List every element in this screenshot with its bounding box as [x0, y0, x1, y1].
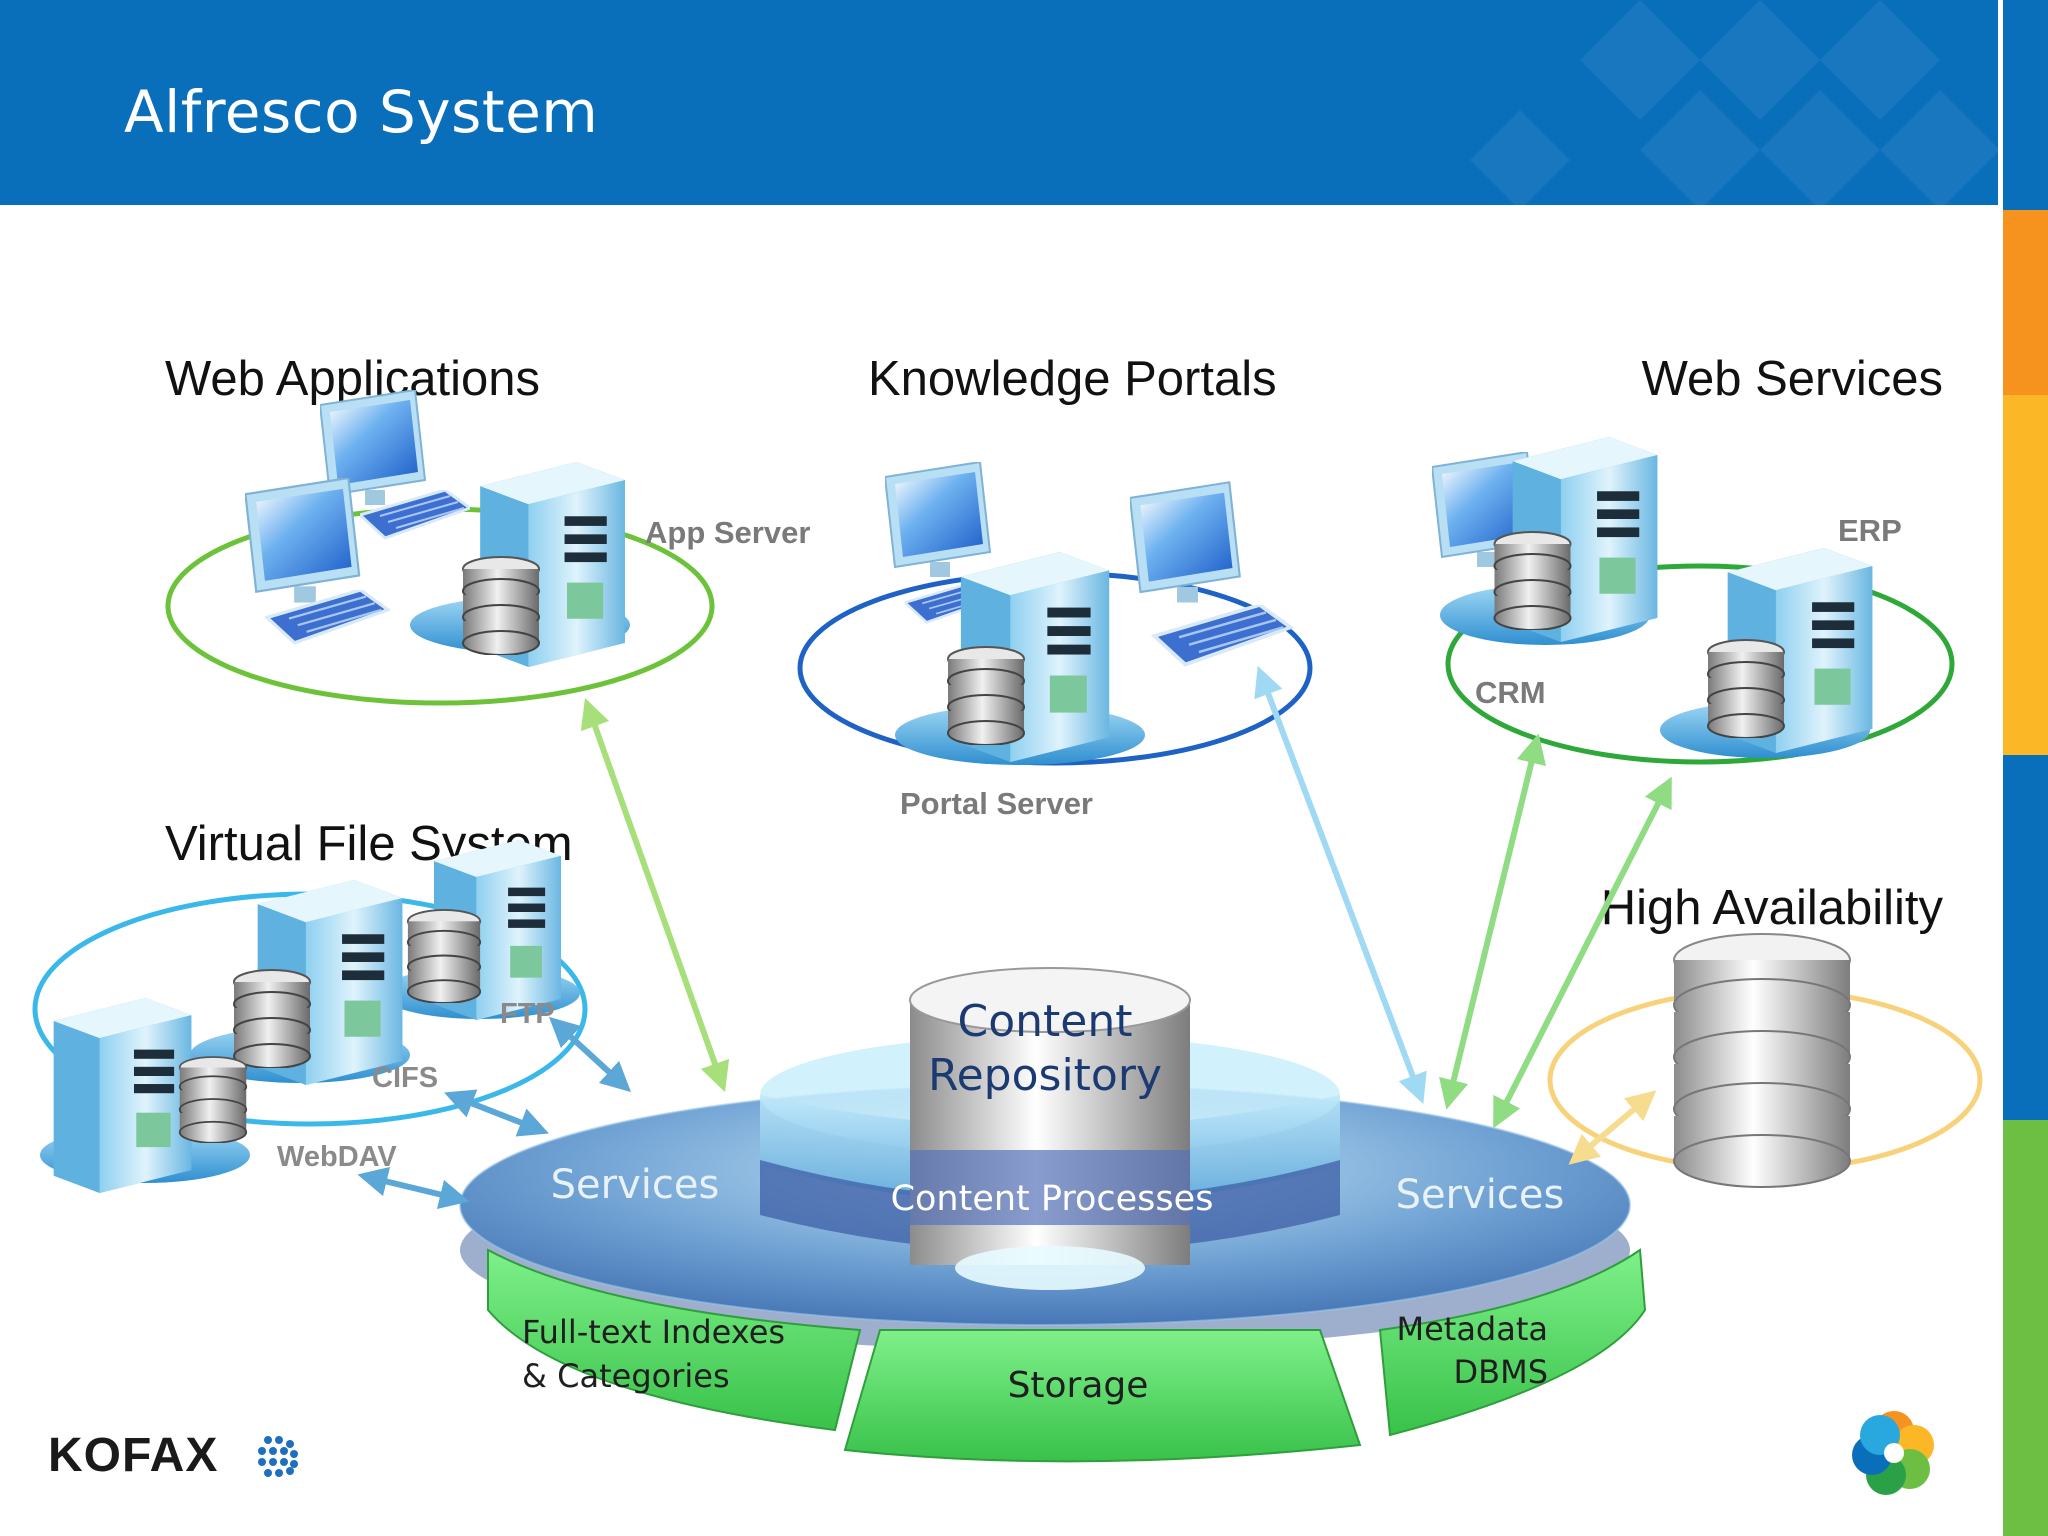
portal-keyboard-icon: [1152, 605, 1293, 667]
label-crm: CRM: [1475, 675, 1546, 710]
erp-database-icon: [1706, 638, 1786, 738]
webdav-database-icon: [178, 1056, 248, 1143]
stripe-green: [2003, 1120, 2048, 1536]
side-color-stripes: [2003, 0, 2048, 1536]
metadata-dbms-segment: [1378, 1248, 1647, 1437]
services-label-left: Services: [551, 1162, 720, 1208]
connector-arrows: [357, 665, 1672, 1210]
kofax-globe-icon: [258, 1436, 298, 1477]
label-high-availability: High Availability: [1601, 881, 1944, 935]
stripe-blue: [2003, 755, 2048, 1120]
label-cifs: CIFS: [372, 1062, 438, 1094]
fulltext-indexes-segment: [487, 1248, 862, 1432]
kofax-logo: KOFAX: [48, 1429, 219, 1482]
label-ftp: FTP: [500, 998, 555, 1030]
alfresco-logo-center: [1884, 1443, 1904, 1463]
stripe-yellow: [2003, 395, 2048, 755]
arrow-web-apps-to-repository: [580, 697, 730, 1093]
slide-title: Alfresco System: [124, 78, 599, 146]
crm-database-icon: [1493, 530, 1572, 630]
label-web-services: Web Services: [1642, 352, 1943, 406]
services-label-right: Services: [1396, 1172, 1565, 1218]
web-applications-cluster: App Server: [165, 390, 810, 706]
repository-cylinder-blue-band: [910, 1150, 1190, 1225]
stripe-orange: [2003, 210, 2048, 395]
fulltext-label-line2: & Categories: [522, 1357, 730, 1395]
arrow-crm-to-repository: [1438, 733, 1547, 1110]
arrow-cifs-to-repository: [444, 1089, 549, 1137]
label-portal-server: Portal Server: [900, 786, 1093, 821]
knowledge-portals-cluster: Portal Server: [797, 462, 1313, 821]
repository-cylinder-top: [909, 967, 1191, 1033]
web-services-ring: [1445, 563, 1955, 765]
portal-server-database-icon: [946, 645, 1026, 745]
storage-segment: [843, 1329, 1362, 1463]
storage-label: Storage: [1008, 1365, 1149, 1406]
fulltext-label-line1: Full-text Indexes: [522, 1313, 785, 1351]
webdav-server-tower-icon: [53, 998, 192, 1193]
repository-label-line2: Repository: [928, 1050, 1162, 1101]
label-app-server: App Server: [645, 515, 810, 550]
ftp-database-icon: [406, 908, 482, 1003]
metadata-label-line2: DBMS: [1453, 1353, 1548, 1391]
cifs-database-icon: [233, 969, 311, 1068]
stripe-blue-top: [2003, 0, 2048, 210]
header-diamond-pattern: [1470, 0, 1998, 205]
alfresco-logo: [1852, 1411, 1934, 1495]
portal-monitor-icon: [885, 462, 991, 578]
high-availability-cluster: [1547, 933, 1983, 1188]
portal-monitor-icon: [1130, 481, 1241, 604]
workstation-keyboard-icon: [265, 590, 390, 645]
arrow-high-availability-to-repository: [1568, 1090, 1657, 1165]
slide-header: Alfresco System: [0, 0, 1998, 205]
content-repository-platform: Content Repository Content Processes Ser…: [459, 967, 1647, 1463]
content-processes-label: Content Processes: [891, 1179, 1214, 1219]
virtual-file-system-cluster: FTP CIFS WebDAV: [32, 840, 588, 1193]
label-knowledge-portals: Knowledge Portals: [868, 352, 1277, 406]
arrow-ftp-to-repository: [548, 1016, 632, 1093]
label-erp: ERP: [1838, 513, 1902, 548]
label-web-applications: Web Applications: [165, 352, 540, 406]
workstation-monitor-icon: [245, 478, 361, 604]
repository-label-line1: Content: [958, 996, 1133, 1047]
app-server-database-icon: [461, 555, 541, 655]
repository-glow: [955, 1246, 1145, 1290]
arrow-webdav-to-repository: [357, 1166, 470, 1210]
high-availability-database-icon: [1673, 933, 1851, 1188]
label-webdav: WebDAV: [277, 1141, 397, 1173]
web-services-cluster: ERP CRM: [1432, 437, 1955, 765]
arrow-erp-to-repository: [1493, 776, 1672, 1129]
arrow-portals-to-repository: [1254, 665, 1427, 1105]
metadata-label-line1: Metadata: [1396, 1310, 1548, 1348]
